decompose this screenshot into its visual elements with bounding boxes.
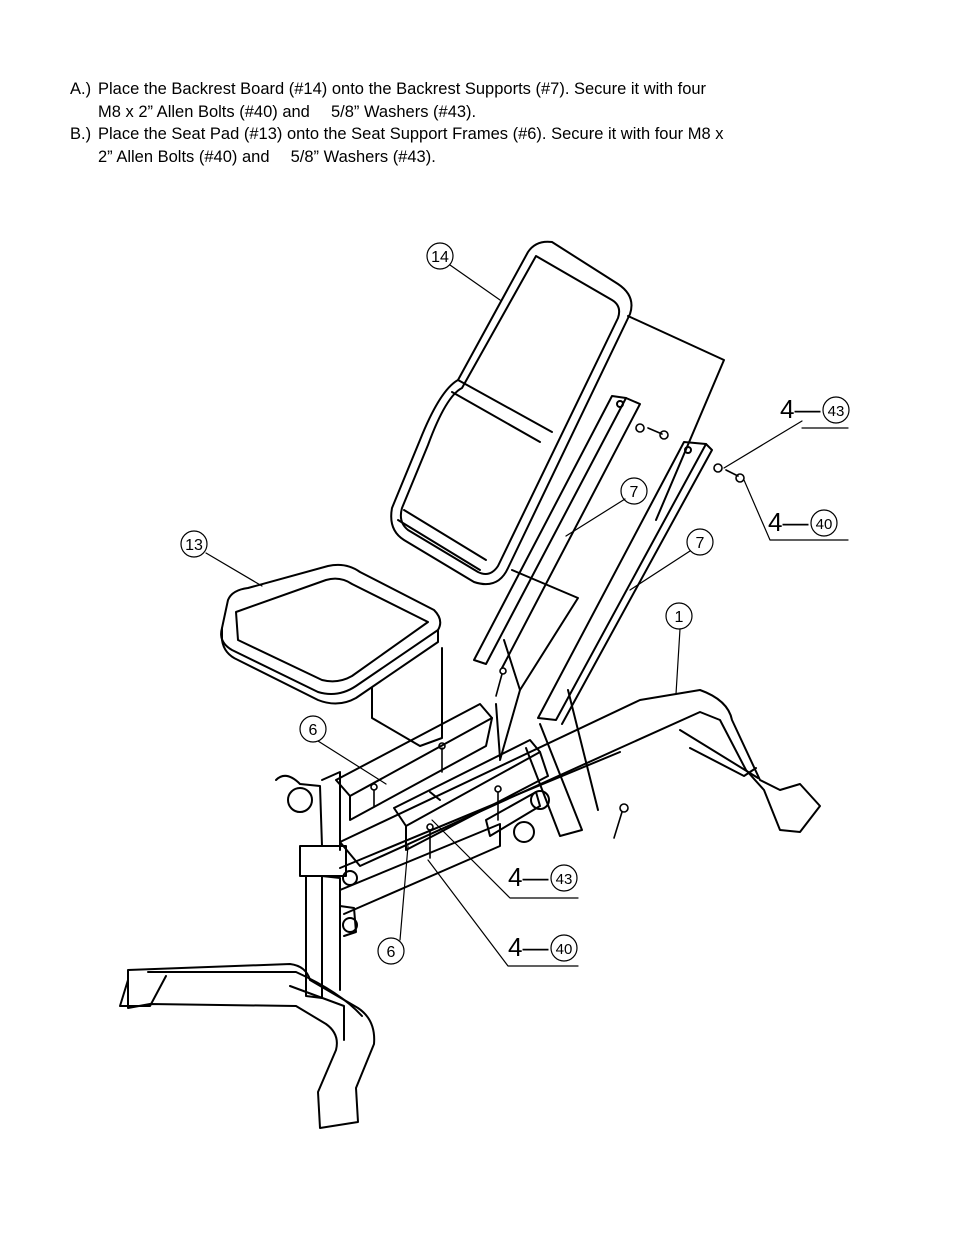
callout-bolts-bottom: 4— 40: [508, 932, 578, 962]
part-number: 40: [556, 941, 573, 958]
instruction-step-b: B.) Place the Seat Pad (#13) onto the Se…: [70, 123, 890, 168]
step-letter: A.): [70, 80, 92, 98]
quantity-label: 4—: [780, 394, 820, 424]
callout-7-left: 7: [620, 477, 648, 505]
callout-washers-top: 4— 43: [780, 394, 850, 424]
seat-pad: [220, 563, 443, 747]
callout-7-right: 7: [686, 528, 714, 556]
callout-13: 13: [180, 530, 208, 558]
callout-washers-bottom: 4— 43: [508, 862, 578, 892]
callout-label: 7: [696, 535, 705, 552]
seat-support-frames: [287, 703, 550, 933]
part-number: 43: [828, 403, 845, 420]
quantity-label: 4—: [508, 862, 548, 892]
step-line: Place the Backrest Board (#14) onto the …: [98, 80, 707, 98]
callout-label: 6: [309, 722, 318, 739]
assembly-instructions: A.) Place the Backrest Board (#14) onto …: [70, 78, 890, 168]
callout-label: 6: [387, 944, 396, 961]
bolts-and-washers: [370, 423, 745, 859]
step-line: M8 x 2” Allen Bolts (#40) and 5/8” Washe…: [98, 102, 477, 121]
backrest-board: [390, 240, 633, 586]
callout-6-upper: 6: [299, 715, 327, 743]
callout-14: 14: [426, 242, 454, 270]
quantity-label: 4—: [508, 932, 548, 962]
callout-label: 1: [675, 609, 684, 626]
callout-6-lower: 6: [377, 937, 405, 965]
part-number: 43: [556, 871, 573, 888]
backrest-supports: [473, 315, 725, 837]
instruction-step-a: A.) Place the Backrest Board (#14) onto …: [70, 78, 890, 123]
callout-label: 7: [630, 484, 639, 501]
step-text: Place the Backrest Board (#14) onto the …: [98, 78, 890, 123]
callout-label: 14: [431, 249, 449, 266]
step-line: Place the Seat Pad (#13) onto the Seat S…: [98, 125, 724, 143]
step-line: 2” Allen Bolts (#40) and 5/8” Washers (#…: [98, 147, 436, 166]
callout-bolts-top: 4— 40: [768, 507, 838, 537]
step-letter: B.): [70, 125, 92, 143]
main-frame: [119, 689, 821, 1129]
callout-1: 1: [665, 602, 693, 630]
step-text: Place the Seat Pad (#13) onto the Seat S…: [98, 123, 890, 168]
quantity-label: 4—: [768, 507, 808, 537]
part-number: 40: [816, 516, 833, 533]
leader-lines: [205, 264, 849, 967]
callout-label: 13: [185, 537, 203, 554]
